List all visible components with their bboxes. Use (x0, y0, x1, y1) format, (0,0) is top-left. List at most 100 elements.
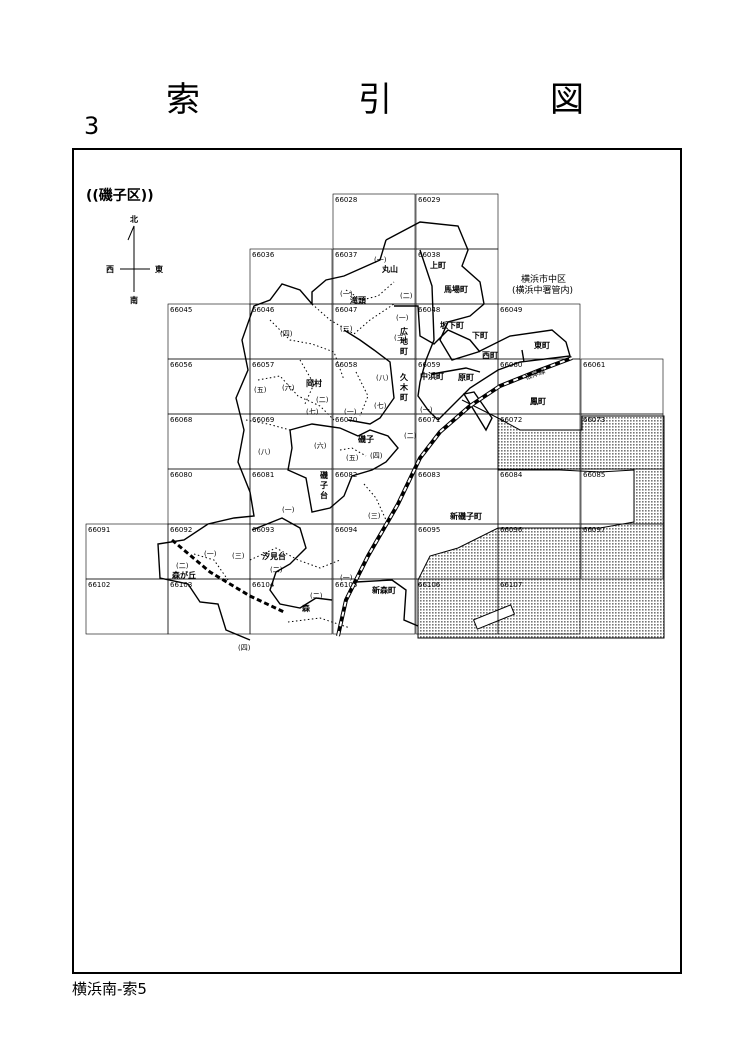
sub-district-label: (三) (394, 334, 407, 342)
place-label: 久 (399, 372, 409, 382)
place-label: 広 (400, 326, 408, 336)
place-label: 森が丘 (172, 570, 196, 580)
sub-district-label: (三) (368, 512, 381, 520)
page-footer: 横浜南-索5 (72, 980, 147, 998)
grid-cell-id: 66028 (335, 196, 357, 204)
grid-cell-id: 66061 (583, 361, 605, 369)
sub-district-label: (二) (176, 562, 189, 570)
grid-cell-id: 66085 (583, 471, 605, 479)
place-label: 西町 (482, 351, 498, 360)
grid-cell-id: 66069 (252, 416, 274, 424)
grid-cell-id: 66104 (252, 581, 275, 589)
sub-district-label: (四) (280, 330, 293, 338)
grid-cell-id: 66045 (170, 306, 192, 314)
sub-district-label: (一) (204, 550, 217, 558)
place-label: 滝頭 (350, 295, 367, 305)
place-label: 東町 (534, 340, 550, 350)
sub-district-label: (二) (316, 396, 329, 404)
compass-west: 西 (106, 265, 114, 274)
place-label: 丸山 (381, 264, 398, 274)
sub-district-label: (二) (270, 566, 283, 574)
place-label: 木 (399, 382, 409, 392)
place-label: 町 (400, 347, 408, 356)
place-label: 森 (302, 603, 311, 613)
place-label: 台 (320, 490, 328, 500)
grid-cell-id: 66082 (335, 471, 357, 479)
grid-cell-id: 66068 (170, 416, 192, 424)
sub-district-label: (八) (258, 448, 271, 456)
compass-south: 南 (130, 295, 138, 305)
railway-label: 根岸線 (524, 366, 547, 382)
sub-district-label: (一) (340, 574, 353, 582)
place-label: 原町 (458, 373, 474, 382)
grid-cell-id: 66103 (170, 581, 192, 589)
place-label: 新磯子町 (450, 511, 482, 521)
place-label: 子 (320, 481, 328, 490)
place-label: 磯子 (358, 434, 374, 444)
grid-cell-id: 66097 (583, 526, 605, 534)
grid-cell-id: 66093 (252, 526, 274, 534)
neighbor-ward-note: 横浜市中区 (521, 273, 566, 285)
place-label: 岡村 (306, 378, 322, 388)
sub-district-label: (一) (396, 314, 409, 322)
grid-cell-id: 66056 (170, 361, 193, 369)
railway-line (171, 356, 573, 637)
sub-district-label: (一) (282, 506, 295, 514)
grid-cell[interactable] (249, 578, 333, 635)
grid-cell-id: 66073 (583, 416, 605, 424)
sub-district-lines (193, 281, 395, 629)
place-label: 上町 (430, 260, 446, 270)
grid-cell-id: 66080 (170, 471, 192, 479)
place-label: 馬場町 (444, 284, 468, 294)
compass-north: 北 (130, 214, 138, 224)
grid-cell[interactable] (332, 578, 416, 635)
sheet-number: 3 (84, 112, 100, 140)
grid-cell-id: 66037 (335, 251, 357, 259)
grid-cell-id: 66071 (418, 416, 440, 424)
landfill-area (417, 399, 665, 639)
grid-cell-id: 66083 (418, 471, 440, 479)
place-label: 下町 (472, 331, 488, 340)
compass-east: 東 (155, 264, 163, 274)
grid-cell-id: 66092 (170, 526, 192, 534)
compass-rose: 北 南 東 西 (106, 214, 163, 305)
ward-label: ((磯子区)) (86, 187, 154, 204)
grid-cell-id: 66048 (418, 306, 440, 314)
sub-district-label: (五) (346, 454, 359, 462)
map-frame (72, 148, 682, 974)
grid-cell-id: 66107 (500, 581, 522, 589)
grid-cell-id: 66081 (252, 471, 274, 479)
map-labels: 丸山上町滝頭馬場町坂下町下町広地町西町東町中浜町原町岡村久木町鳳町磯子新磯子町磯… (172, 256, 550, 652)
sub-district-label: (一) (340, 290, 353, 298)
sub-district-label: (五) (254, 386, 267, 394)
grid-cell-id: 66070 (335, 416, 357, 424)
grid-cell[interactable] (580, 523, 664, 580)
sub-district-label: (八) (376, 374, 389, 382)
grid-cell-id: 66091 (88, 526, 110, 534)
place-label: 坂下町 (440, 320, 464, 330)
grid-cell-id: 66106 (418, 581, 441, 589)
grid-cell[interactable] (497, 578, 581, 635)
place-label: 汐見台 (262, 551, 286, 561)
sub-district-label: (二) (400, 292, 413, 300)
sub-district-label: (三) (340, 325, 353, 333)
grid-cell-id: 66036 (252, 251, 275, 259)
grid-cell-id: 66029 (418, 196, 440, 204)
place-label: 地 (400, 336, 408, 346)
grid-cell-id: 66049 (500, 306, 522, 314)
sub-district-label: (一) (420, 406, 433, 414)
grid-cell-id: 66105 (335, 581, 357, 589)
neighbor-ward-subnote: (横浜中署管内) (512, 284, 573, 296)
sub-district-label: (一) (344, 408, 357, 416)
page-title: 索 引 図 (166, 80, 646, 120)
grid-cell-id: 66046 (252, 306, 275, 314)
place-label: 中浜町 (420, 371, 444, 381)
sub-district-label: (七) (374, 401, 387, 410)
sub-district-label: (六) (282, 383, 295, 392)
place-label: 鳳町 (530, 396, 546, 406)
grid-cell-id: 66038 (418, 251, 440, 259)
grid-cell-id: 66095 (418, 526, 440, 534)
grid-cell-id: 66072 (500, 416, 522, 424)
